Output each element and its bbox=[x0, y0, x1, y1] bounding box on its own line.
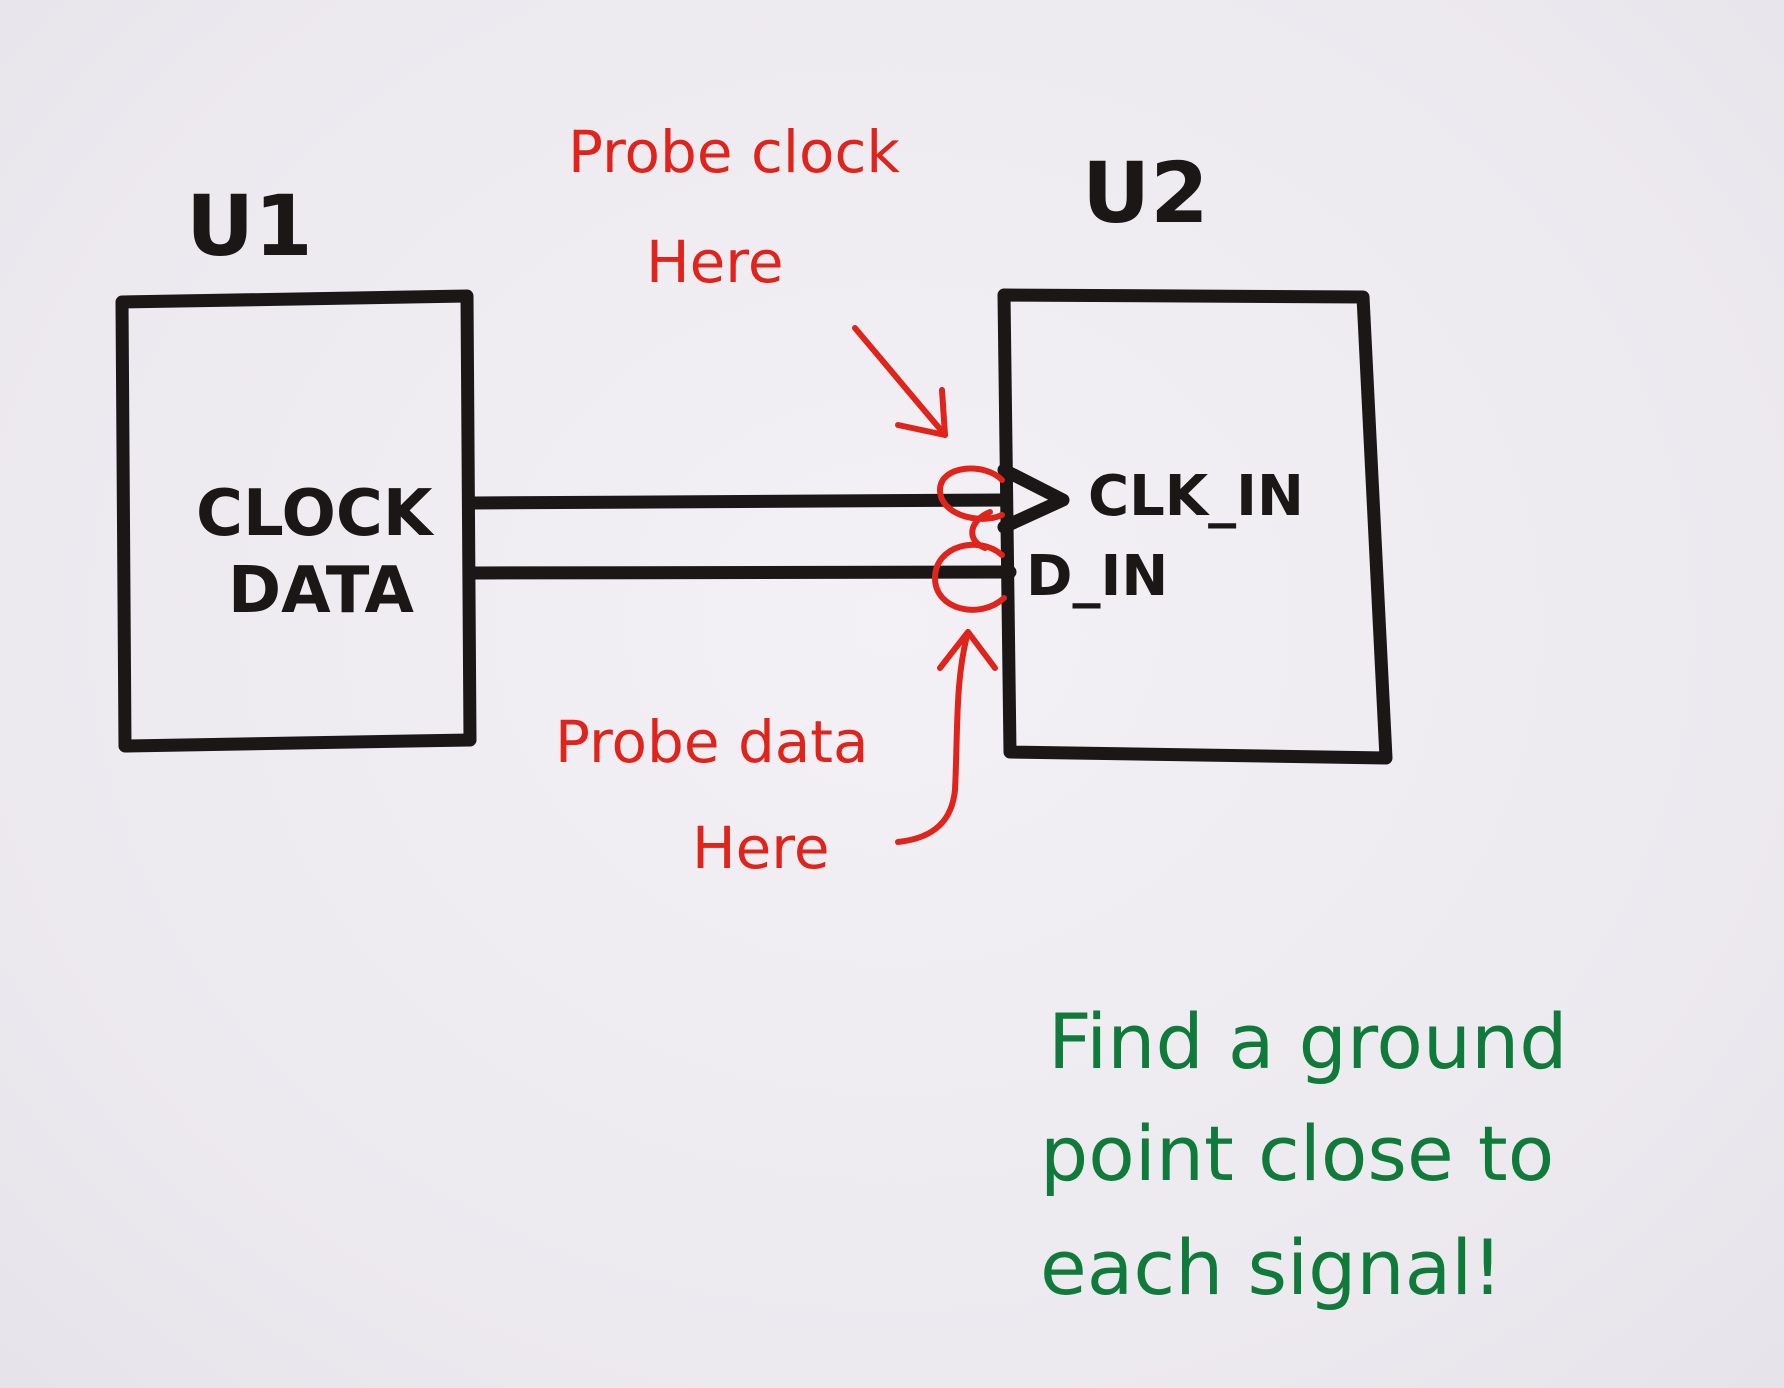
u1-block: U1 CLOCK DATA bbox=[115, 177, 477, 753]
probe-clock-arrow bbox=[852, 325, 948, 438]
probe-clock-text: Probe clock bbox=[568, 118, 900, 186]
clock-input-triangle bbox=[997, 463, 1070, 534]
ground-note-line-3: each signal! bbox=[1040, 1223, 1503, 1312]
ground-note-line-1: Find a ground bbox=[1048, 997, 1568, 1086]
clock-wire bbox=[467, 493, 1011, 510]
probe-clock-annotation: Probe clock Here bbox=[568, 118, 948, 438]
u2-box bbox=[997, 288, 1393, 765]
probe-points bbox=[932, 465, 1007, 613]
u1-label: U1 bbox=[186, 177, 313, 275]
u1-pin-clock: CLOCK bbox=[196, 477, 435, 551]
probe-data-arrowhead bbox=[937, 629, 998, 671]
u2-label: U2 bbox=[1082, 144, 1209, 242]
u2-pin-clk-in: CLK_IN bbox=[1088, 464, 1304, 529]
signal-wires bbox=[467, 463, 1070, 580]
u1-box bbox=[115, 289, 477, 753]
probe-clock-here: Here bbox=[646, 228, 784, 296]
ground-note: Find a ground point close to each signal… bbox=[1040, 997, 1568, 1312]
probe-data-text: Probe data bbox=[555, 708, 869, 776]
data-wire bbox=[467, 565, 1017, 580]
u2-pin-d-in: D_IN bbox=[1026, 544, 1168, 609]
probe-data-arrow bbox=[895, 629, 971, 845]
probe-data-annotation: Probe data Here bbox=[555, 629, 998, 882]
probe-clock-arrowhead bbox=[895, 387, 948, 438]
u2-block: U2 CLK_IN D_IN bbox=[997, 144, 1393, 765]
ground-note-line-2: point close to bbox=[1040, 1109, 1554, 1198]
data-probe-small-loop bbox=[969, 509, 993, 551]
u1-pin-data: DATA bbox=[228, 554, 414, 628]
probe-data-here: Here bbox=[692, 814, 830, 882]
